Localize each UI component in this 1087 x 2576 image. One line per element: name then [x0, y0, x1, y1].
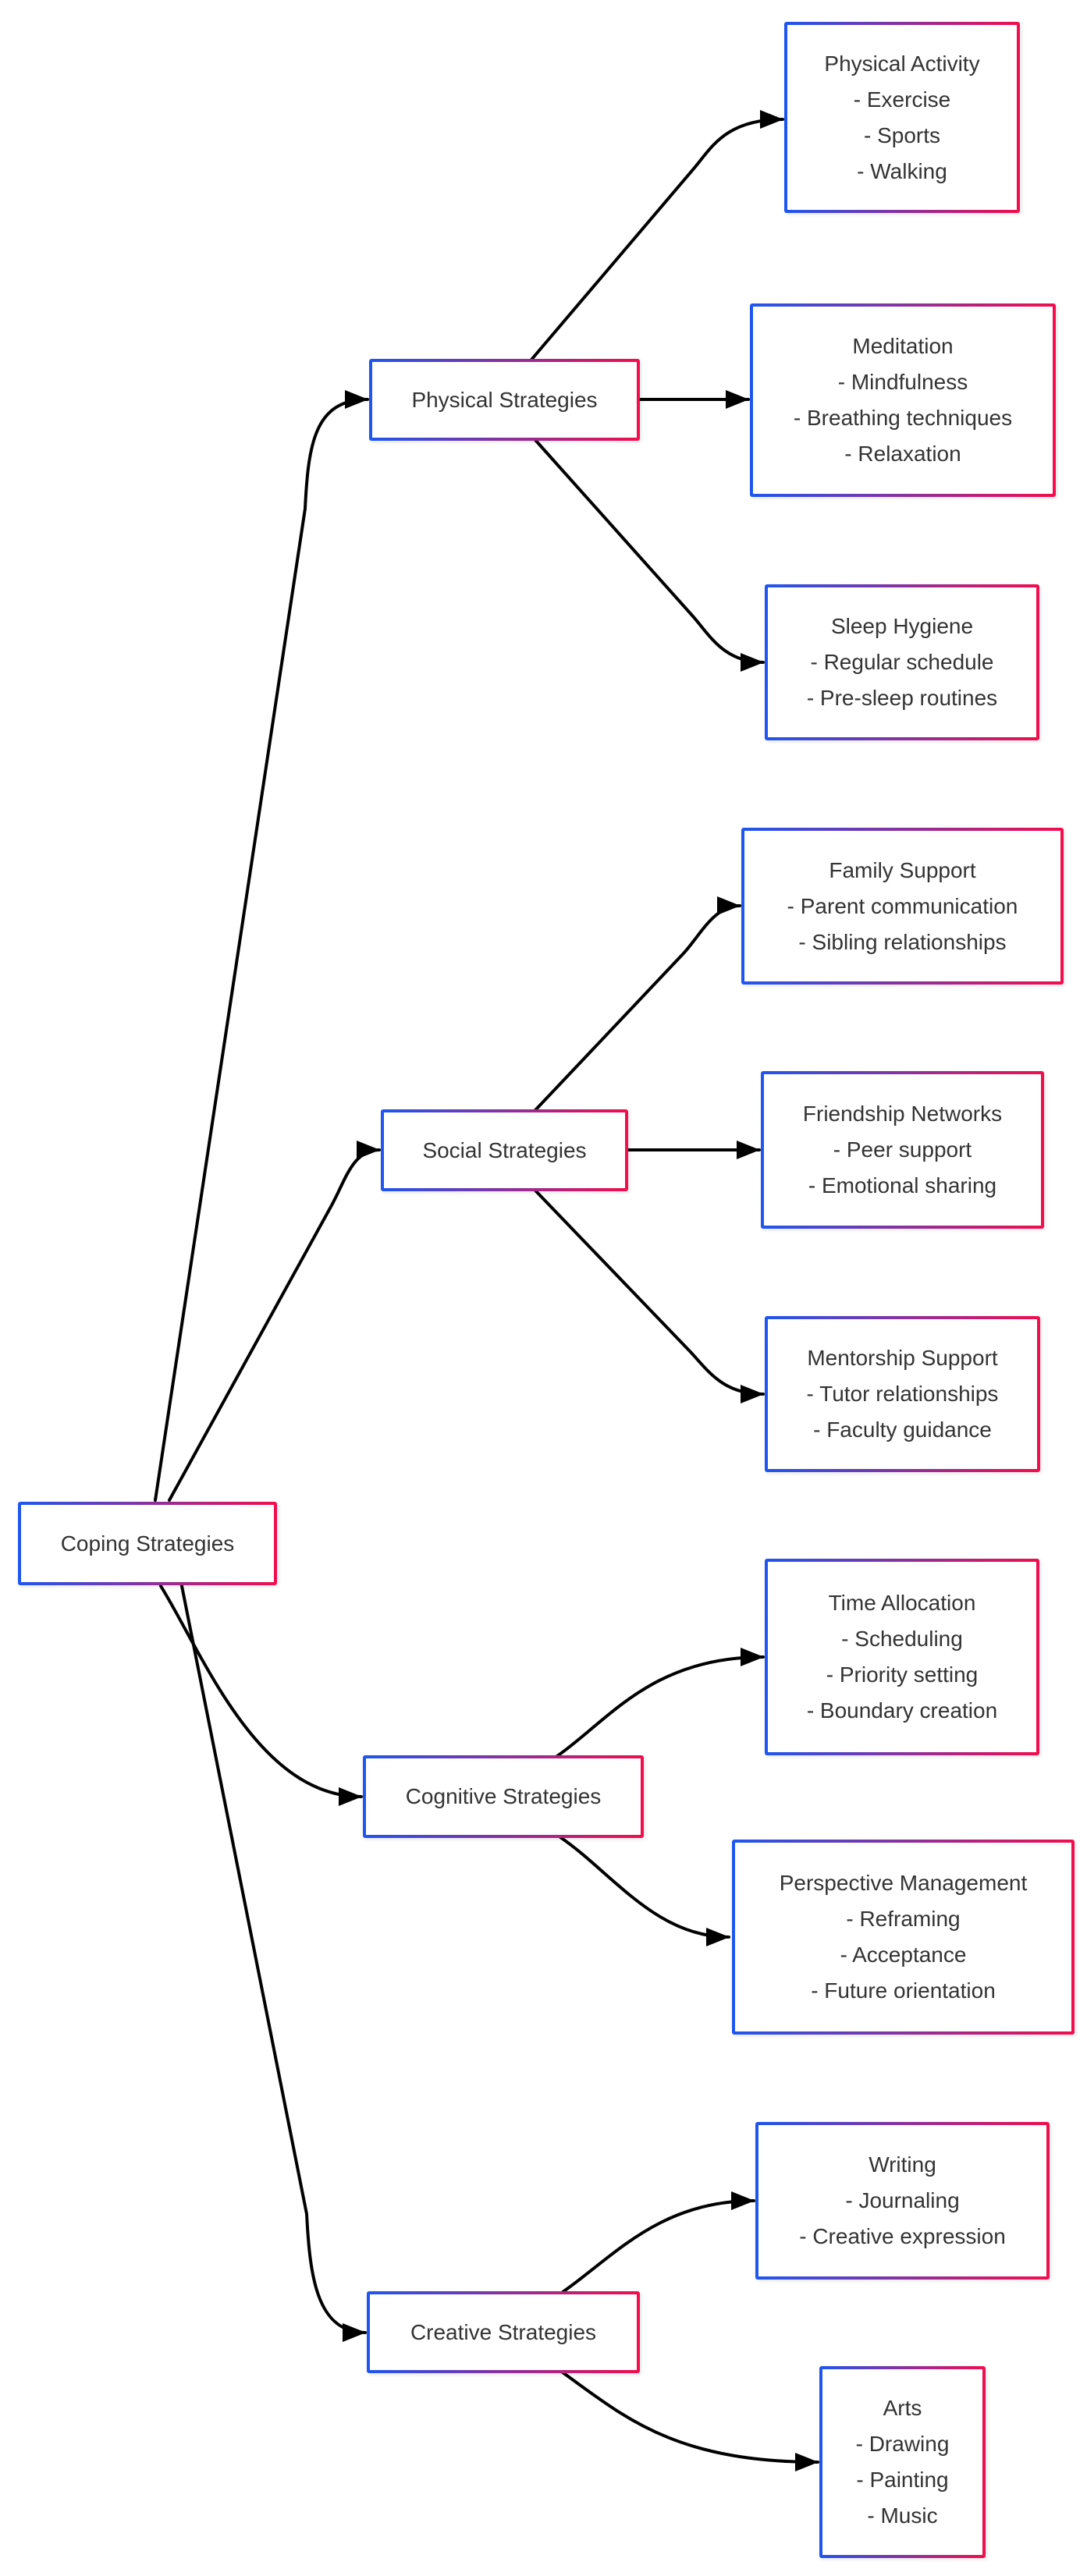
node-label: Coping Strategies — [60, 1531, 235, 1556]
edge-cognitive-perspective-management — [559, 1836, 730, 1946]
node-item: - Exercise — [853, 87, 951, 112]
node-perspective-management: Perspective Management - Reframing - Acc… — [732, 1840, 1075, 2035]
node-item: - Tutor relationships — [806, 1382, 999, 1406]
node-title: Mentorship Support — [807, 1346, 998, 1370]
node-item: - Relaxation — [844, 442, 961, 466]
edge-social-mentorship-support — [534, 1189, 765, 1403]
node-item: - Breathing techniques — [793, 406, 1013, 430]
edge-root-creative — [180, 1584, 367, 2342]
node-item: - Regular schedule — [810, 650, 994, 674]
node-item: - Emotional sharing — [808, 1173, 997, 1198]
node-mentorship-support: Mentorship Support - Tutor relationships… — [765, 1316, 1040, 1472]
node-label: Social Strategies — [422, 1137, 587, 1162]
node-title: Perspective Management — [779, 1871, 1028, 1895]
node-item: - Reframing — [846, 1907, 961, 1931]
node-arts: Arts - Drawing - Painting - Music — [819, 2366, 986, 2558]
node-item: - Future orientation — [811, 1978, 996, 2003]
node-cognitive-strategies: Cognitive Strategies — [363, 1755, 644, 1838]
edge-social-family-support — [534, 896, 741, 1112]
node-title: Family Support — [829, 857, 976, 882]
edge-creative-writing — [561, 2191, 755, 2294]
node-item: - Journaling — [845, 2188, 960, 2212]
node-creative-strategies: Creative Strategies — [367, 2291, 640, 2373]
node-friendship-networks: Friendship Networks - Peer support - Emo… — [761, 1071, 1044, 1229]
node-family-support: Family Support - Parent communication - … — [741, 828, 1064, 985]
node-writing: Writing - Journaling - Creative expressi… — [755, 2122, 1050, 2280]
node-item: - Sibling relationships — [798, 929, 1007, 954]
node-item: - Parent communication — [787, 893, 1018, 918]
node-item: - Sports — [863, 122, 941, 147]
node-label: Creative Strategies — [410, 2319, 597, 2344]
node-item: - Acceptance — [840, 1943, 967, 1967]
node-meditation: Meditation - Mindfulness - Breathing tec… — [750, 303, 1056, 497]
node-item: - Scheduling — [841, 1627, 963, 1651]
edge-root-physical — [154, 390, 369, 1502]
edge-root-social — [168, 1141, 381, 1502]
node-item: - Walking — [857, 158, 947, 183]
node-title: Physical Activity — [824, 51, 980, 76]
node-time-allocation: Time Allocation - Scheduling - Priority … — [765, 1559, 1039, 1755]
node-title: Writing — [869, 2152, 936, 2177]
node-item: - Faculty guidance — [813, 1418, 992, 1442]
edge-root-cognitive — [159, 1584, 363, 1806]
node-item: - Boundary creation — [806, 1698, 998, 1723]
node-item: - Painting — [856, 2468, 949, 2492]
node-physical-strategies: Physical Strategies — [369, 359, 640, 441]
node-social-strategies: Social Strategies — [381, 1109, 628, 1191]
node-sleep-hygiene: Sleep Hygiene - Regular schedule - Pre-s… — [765, 584, 1039, 740]
node-title: Sleep Hygiene — [830, 614, 974, 638]
node-item: - Drawing — [855, 2432, 950, 2456]
node-title: Meditation — [852, 334, 954, 358]
node-coping-strategies: Coping Strategies — [18, 1502, 277, 1585]
edge-creative-arts — [561, 2371, 819, 2471]
edge-physical-sleep-hygiene — [534, 438, 765, 672]
node-title: Time Allocation — [828, 1591, 976, 1615]
node-label: Cognitive Strategies — [405, 1784, 602, 1808]
node-label: Physical Strategies — [411, 387, 598, 412]
node-title: Friendship Networks — [802, 1102, 1003, 1126]
node-item: - Creative expression — [799, 2224, 1006, 2248]
edge-physical-physical-activity — [530, 110, 784, 361]
node-title: Arts — [883, 2396, 922, 2420]
node-item: - Mindfulness — [837, 370, 968, 394]
node-item: - Music — [867, 2503, 938, 2528]
node-item: - Pre-sleep routines — [806, 686, 998, 710]
node-item: - Priority setting — [826, 1662, 979, 1687]
edge-cognitive-time-allocation — [556, 1648, 765, 1758]
node-item: - Peer support — [833, 1137, 972, 1162]
node-physical-activity: Physical Activity - Exercise - Sports - … — [784, 22, 1020, 213]
